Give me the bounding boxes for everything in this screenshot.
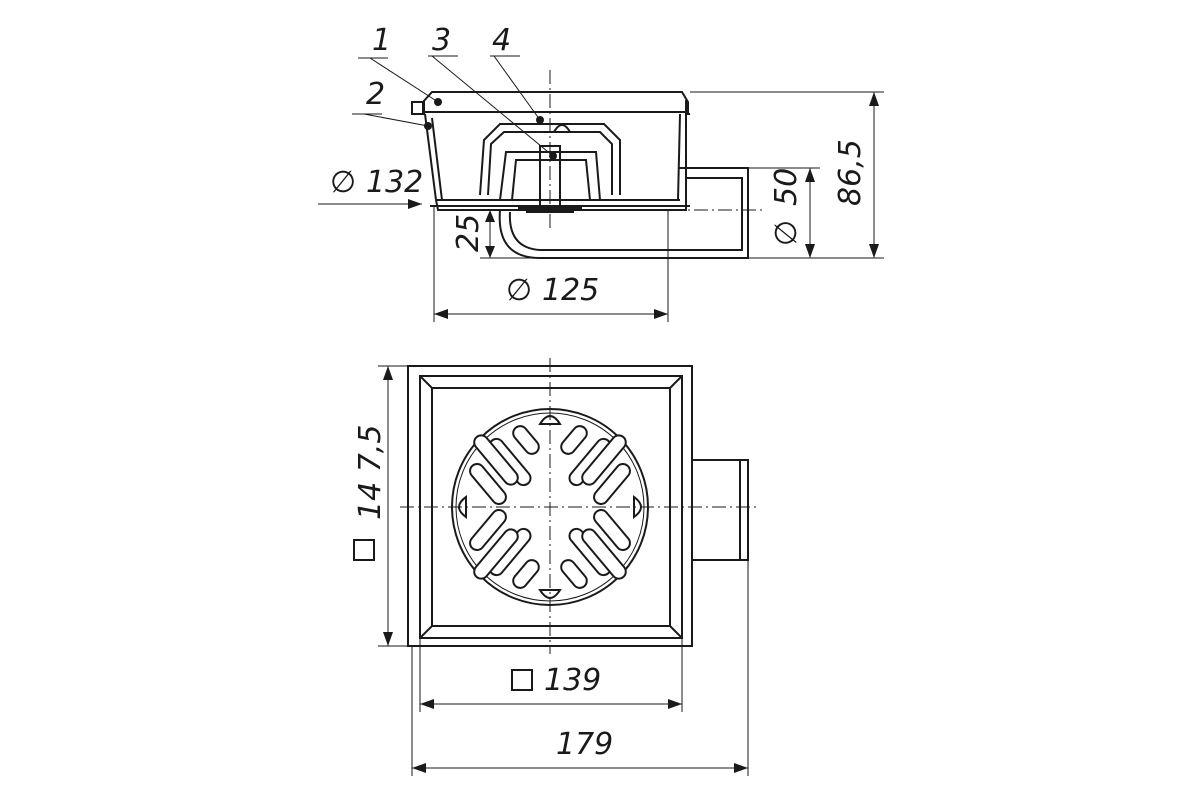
dim-width-179 [411, 560, 749, 776]
side-section-view: 1 2 3 4 ∅ 132 ∅ 125 25 [318, 23, 884, 322]
dim-square-139 [419, 638, 683, 712]
dim-square-147-5 [353, 365, 408, 647]
diameter-symbol-125: ∅ [506, 273, 532, 308]
diameter-symbol-132: ∅ [330, 165, 356, 200]
outlet-stub [691, 459, 749, 561]
callout-3: 3 [432, 23, 451, 58]
diameter-symbol-50: ∅ [769, 220, 804, 246]
dim-label-147-5: 14 7,5 [353, 425, 388, 520]
callout-leaders [352, 55, 557, 160]
dim-label-50: 50 [769, 168, 804, 206]
dim-label-132: 132 [366, 165, 423, 200]
dim-label-86-5: 86,5 [833, 139, 868, 206]
dim-height-25 [480, 209, 540, 259]
callout-4: 4 [492, 23, 511, 58]
dim-label-139: 139 [544, 663, 601, 698]
top-plan-view: 14 7,5 139 179 [353, 358, 760, 776]
square-symbol-horizontal [511, 669, 533, 691]
dim-diameter-132 [318, 199, 422, 209]
callout-1: 1 [372, 23, 391, 58]
dim-height-86-5 [690, 91, 884, 259]
outlet-pipe [498, 167, 749, 259]
dim-label-25: 25 [451, 214, 486, 252]
grate-section [422, 91, 689, 113]
odor-trap-bell [479, 123, 621, 196]
dim-diameter-125 [433, 206, 669, 322]
grate-slots [458, 415, 642, 599]
callout-2: 2 [366, 77, 385, 112]
dim-label-125: 125 [542, 273, 599, 308]
dim-label-179: 179 [556, 727, 613, 762]
square-symbol-vertical [353, 539, 375, 561]
